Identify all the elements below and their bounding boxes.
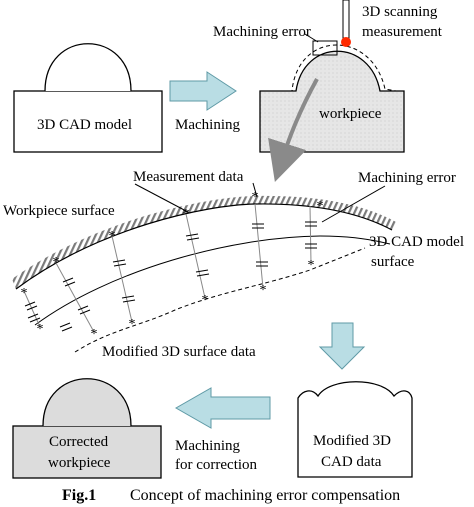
- measurement-lines: [23, 203, 312, 333]
- correction-arrow: [174, 387, 271, 429]
- corrected-label-line2: workpiece: [48, 455, 111, 471]
- cad-model-label: 3D CAD model: [37, 117, 132, 133]
- measurement-point: *: [252, 190, 259, 205]
- workpiece-label: workpiece: [319, 106, 382, 122]
- modified-cad-label-line2: CAD data: [321, 454, 382, 470]
- modified-cad-shape: [297, 381, 413, 478]
- machining-error-top-label: Machining error: [213, 24, 311, 40]
- scanning-label-line1: 3D scanning: [362, 4, 438, 20]
- caption-figure-number: Fig.1: [62, 487, 96, 504]
- workpiece-surface-line: [15, 203, 393, 290]
- measurement-flow-arrow: [268, 78, 319, 183]
- modified-point: *: [308, 258, 315, 273]
- measurement-points: * * * * * * * * * * * *: [21, 190, 324, 342]
- machining-error-box: [312, 40, 338, 56]
- machining-for-label-line2: for correction: [175, 457, 258, 473]
- measurement-point: *: [317, 199, 324, 214]
- cad-surface-label-line1: 3D CAD model: [369, 234, 464, 250]
- modified-point: *: [260, 283, 267, 298]
- corrected-label-line1: Corrected: [49, 434, 109, 450]
- equal-distance-ticks: [24, 221, 317, 323]
- machining-arrow: [169, 71, 237, 111]
- modified-point: *: [202, 293, 209, 308]
- machining-label: Machining: [175, 117, 240, 133]
- modified-point: *: [129, 317, 136, 332]
- modified-point: *: [37, 322, 44, 337]
- cad-model-surface-line: [34, 235, 391, 326]
- measurement-data-leader: [252, 182, 258, 198]
- down-arrow: [318, 322, 366, 370]
- scanning-label-line2: measurement: [362, 24, 443, 40]
- modified-cad-label-line1: Modified 3D: [313, 433, 391, 449]
- modified-surface-dashed: [74, 247, 366, 353]
- measurement-point: *: [109, 229, 116, 244]
- workpiece-surface-hatch: [12, 195, 396, 289]
- workpiece-shape: [259, 50, 405, 153]
- measurement-data-leader-2: [134, 183, 189, 213]
- measurement-point: *: [183, 207, 190, 222]
- modified-surface-data-label: Modified 3D surface data: [102, 344, 256, 360]
- machining-error-leader-top: [304, 33, 319, 43]
- machining-error-mid-leader: [321, 185, 386, 223]
- measurement-point: *: [21, 286, 28, 301]
- modified-point: *: [91, 327, 98, 342]
- measurement-point: *: [53, 255, 60, 270]
- caption-text: Concept of machining error compensation: [130, 487, 400, 504]
- cad-outline-dashed: [268, 44, 397, 92]
- machining-for-label-line1: Machining: [175, 438, 240, 454]
- cad-surface-label-line2: surface: [371, 254, 415, 270]
- corrected-workpiece-shape: [12, 378, 162, 479]
- machining-error-mid-label: Machining error: [358, 170, 456, 186]
- scanning-probe: [342, 0, 350, 39]
- cad-model-shape: [13, 43, 163, 153]
- probe-contact-dot: [341, 37, 351, 47]
- workpiece-surface-label: Workpiece surface: [3, 203, 115, 219]
- measurement-data-label: Measurement data: [133, 169, 244, 185]
- equal-distance-ticks-left: [59, 322, 73, 332]
